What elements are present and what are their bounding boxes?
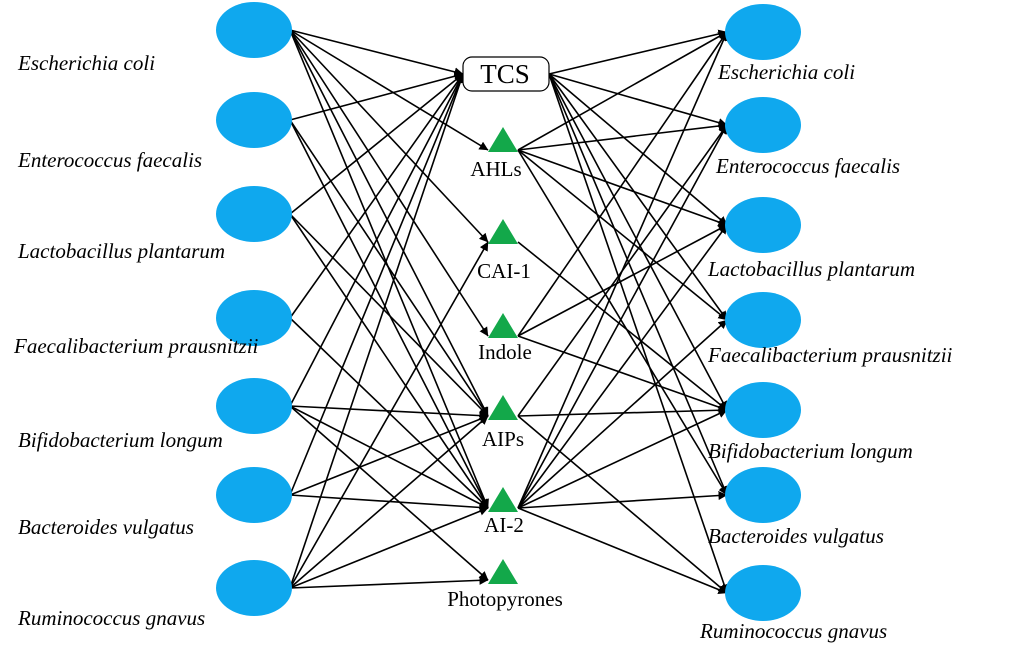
edge-in-bacteroides-vulgatus-to-aips: [289, 414, 489, 496]
signal-node-photopyrones: [488, 559, 518, 584]
left-node-bifidobacterium-longum: [216, 378, 292, 434]
signal-node-cai-1: [488, 219, 518, 244]
edge-out-ahls-to-lactobacillus-plantarum: [517, 149, 728, 227]
right-label-lactobacillus-plantarum: Lactobacillus plantarum: [707, 257, 915, 281]
signal-label-aips: AIPs: [482, 427, 524, 451]
left-label-faecalibacterium-prausnitzii: Faecalibacterium prausnitzii: [13, 334, 259, 358]
edge-out-tcs-to-ruminococcus-gnavus: [548, 73, 729, 594]
signal-label-indole: Indole: [478, 340, 532, 364]
left-label-bifidobacterium-longum: Bifidobacterium longum: [18, 428, 223, 452]
edge-in-escherichia-coli-to-tcs: [289, 29, 464, 77]
edge-out-tcs-to-bacteroides-vulgatus: [548, 73, 728, 496]
edge-in-faecalibacterium-prausnitzii-to-tcs: [289, 73, 464, 319]
left-label-ruminococcus-gnavus: Ruminococcus gnavus: [17, 606, 205, 630]
right-label-escherichia-coli: Escherichia coli: [717, 60, 855, 84]
edge-in-enterococcus-faecalis-to-aips: [289, 119, 489, 417]
edge-out-ai-2-to-faecalibacterium-prausnitzii: [517, 319, 728, 509]
edge-in-faecalibacterium-prausnitzii-to-ai-2: [289, 317, 489, 509]
signal-node-indole: [488, 313, 518, 338]
signal-node-ai-2: [488, 487, 518, 512]
edge-in-escherichia-coli-to-cai-1: [289, 29, 489, 243]
signal-node-tcs: [462, 56, 550, 92]
right-node-bacteroides-vulgatus: [725, 467, 801, 523]
left-node-enterococcus-faecalis: [216, 92, 292, 148]
left-node-escherichia-coli: [216, 2, 292, 58]
node-layer: [216, 2, 801, 621]
signal-label-tcs: TCS: [480, 59, 530, 89]
right-label-enterococcus-faecalis: Enterococcus faecalis: [715, 154, 900, 178]
edge-out-ai-2-to-ruminococcus-gnavus: [517, 507, 728, 594]
edge-out-indole-to-bifidobacterium-longum: [517, 335, 728, 412]
edge-in-ruminococcus-gnavus-to-ai-2: [289, 507, 489, 589]
left-label-lactobacillus-plantarum: Lactobacillus plantarum: [17, 239, 225, 263]
right-node-ruminococcus-gnavus: [725, 565, 801, 621]
edge-out-tcs-to-enterococcus-faecalis: [548, 73, 728, 127]
edge-out-ahls-to-enterococcus-faecalis: [517, 121, 728, 151]
edge-out-ai-2-to-escherichia-coli: [517, 31, 728, 509]
edge-out-indole-to-lactobacillus-plantarum: [517, 224, 728, 337]
right-node-escherichia-coli: [725, 4, 801, 60]
edge-in-ruminococcus-gnavus-to-aips: [289, 415, 489, 589]
edge-out-ahls-to-escherichia-coli: [517, 31, 728, 151]
edge-in-ruminococcus-gnavus-to-tcs: [289, 73, 465, 589]
edge-in-bifidobacterium-longum-to-aips: [289, 405, 489, 421]
right-node-lactobacillus-plantarum: [725, 197, 801, 253]
edge-out-tcs-to-escherichia-coli: [548, 29, 728, 75]
signal-label-ai-2: AI-2: [484, 513, 524, 537]
edge-in-escherichia-coli-to-aips: [289, 29, 489, 417]
edge-in-ruminococcus-gnavus-to-cai-1: [289, 241, 489, 589]
edge-in-bifidobacterium-longum-to-ai-2: [289, 405, 489, 509]
signal-label-photopyrones: Photopyrones: [447, 587, 563, 611]
left-node-lactobacillus-plantarum: [216, 186, 292, 242]
edge-in-lactobacillus-plantarum-to-tcs: [289, 73, 464, 215]
left-label-bacteroides-vulgatus: Bacteroides vulgatus: [18, 515, 194, 539]
left-node-faecalibacterium-prausnitzii: [216, 290, 292, 346]
right-label-ruminococcus-gnavus: Ruminococcus gnavus: [699, 619, 887, 643]
left-label-enterococcus-faecalis: Enterococcus faecalis: [17, 148, 202, 172]
edge-out-cai-1-to-bifidobacterium-longum: [517, 241, 728, 411]
right-label-bifidobacterium-longum: Bifidobacterium longum: [708, 439, 913, 463]
signal-node-ahls: [488, 127, 518, 152]
right-label-faecalibacterium-prausnitzii: Faecalibacterium prausnitzii: [707, 343, 953, 367]
edge-out-ahls-to-bacteroides-vulgatus: [517, 149, 728, 496]
edge-out-tcs-to-bifidobacterium-longum: [548, 73, 728, 411]
edge-in-escherichia-coli-to-ahls: [289, 29, 489, 151]
edge-out-ai-2-to-enterococcus-faecalis: [517, 124, 728, 509]
edge-out-ai-2-to-lactobacillus-plantarum: [517, 224, 728, 509]
edge-in-lactobacillus-plantarum-to-ai-2: [289, 213, 489, 509]
edge-in-bifidobacterium-longum-to-photopyrones: [289, 405, 489, 581]
left-node-ruminococcus-gnavus: [216, 560, 292, 616]
signal-label-cai-1: CAI-1: [477, 259, 531, 283]
right-node-bifidobacterium-longum: [725, 382, 801, 438]
edge-out-ai-2-to-bifidobacterium-longum: [517, 409, 728, 509]
right-node-enterococcus-faecalis: [725, 97, 801, 153]
edge-layer: [289, 29, 729, 594]
edge-in-lactobacillus-plantarum-to-aips: [289, 213, 489, 417]
edge-in-escherichia-coli-to-indole: [289, 29, 489, 337]
edge-in-enterococcus-faecalis-to-tcs: [289, 71, 464, 121]
right-node-faecalibacterium-prausnitzii: [725, 292, 801, 348]
right-label-bacteroides-vulgatus: Bacteroides vulgatus: [708, 524, 884, 548]
signal-node-aips: [488, 395, 518, 420]
edge-out-tcs-to-lactobacillus-plantarum: [548, 73, 728, 226]
edge-out-ai-2-to-bacteroides-vulgatus: [517, 491, 728, 509]
edge-in-ruminococcus-gnavus-to-photopyrones: [289, 575, 489, 589]
edge-in-bacteroides-vulgatus-to-tcs: [289, 73, 464, 496]
edge-out-indole-to-escherichia-coli: [517, 31, 728, 337]
left-node-bacteroides-vulgatus: [216, 467, 292, 523]
edge-in-bifidobacterium-longum-to-tcs: [289, 73, 464, 407]
edge-out-ahls-to-faecalibacterium-prausnitzii: [517, 149, 728, 321]
left-label-escherichia-coli: Escherichia coli: [17, 51, 155, 75]
signal-label-ahls: AHLs: [470, 157, 521, 181]
